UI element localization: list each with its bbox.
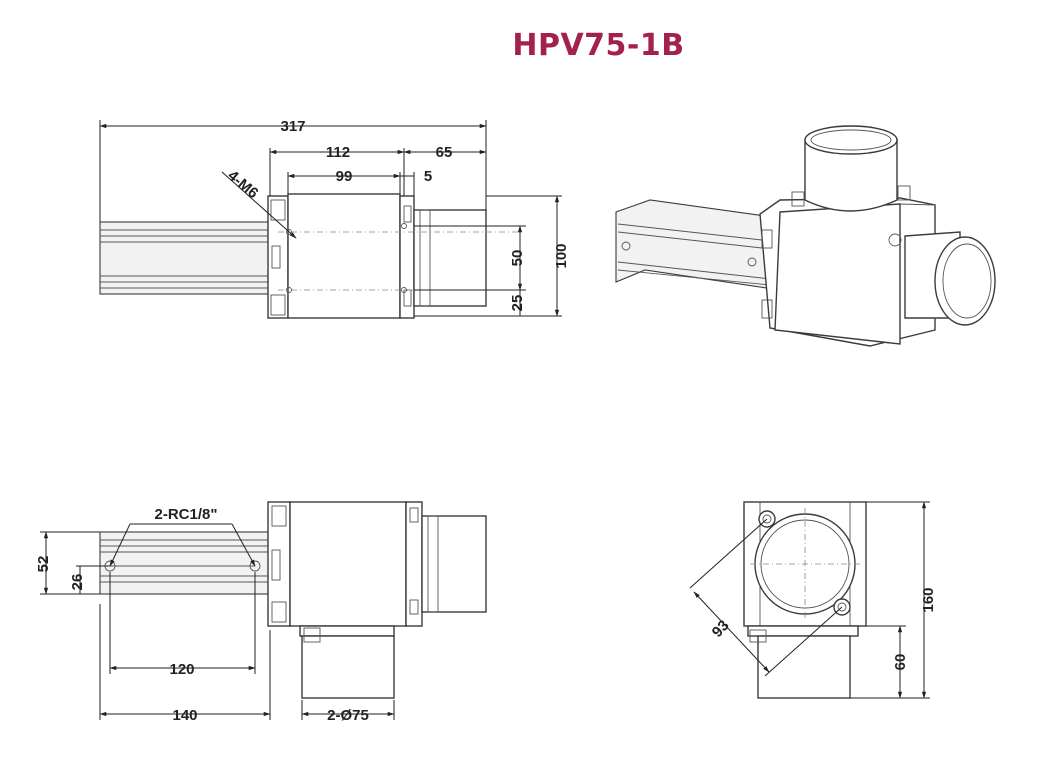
- side-view: 2-RC1/8" 52 26 120 140 2-Ø75: [35, 501, 487, 724]
- dim-60: 60: [892, 654, 909, 671]
- dim-317: 317: [280, 118, 305, 135]
- ports-label: 2-RC1/8": [155, 506, 218, 523]
- dim-pipe-diameter: 2-Ø75: [327, 707, 369, 724]
- side-view-pipe: [421, 515, 487, 613]
- top-view: 317 112 65 99 5 4-M6 50 25 100: [99, 118, 570, 319]
- drawing-title: HPV75-1B: [512, 28, 685, 63]
- dim-5: 5: [424, 168, 432, 185]
- dim-160: 160: [920, 587, 937, 612]
- dim-120: 120: [169, 661, 194, 678]
- top-view-pipe: [413, 209, 487, 307]
- side-view-rail: [99, 531, 271, 595]
- iso-rail: [615, 199, 781, 291]
- iso-top-pipe: [804, 139, 898, 212]
- mounting-holes-label: 4-M6: [224, 167, 261, 202]
- top-view-rail: [99, 221, 273, 295]
- isometric-view: [615, 125, 996, 347]
- dim-99: 99: [336, 168, 353, 185]
- dim-26: 26: [69, 574, 86, 591]
- dim-93: 93: [709, 617, 733, 641]
- dim-140: 140: [172, 707, 197, 724]
- top-view-body: [287, 193, 401, 319]
- dim-65: 65: [436, 144, 453, 161]
- side-view-body: [289, 501, 407, 627]
- dim-50: 50: [509, 250, 526, 267]
- dim-25: 25: [509, 295, 526, 312]
- end-view: 93 160 60: [689, 501, 937, 699]
- dim-112: 112: [326, 144, 350, 161]
- dim-52: 52: [35, 556, 52, 573]
- dim-100: 100: [553, 243, 570, 268]
- side-view-bottom-pipe: [301, 635, 395, 699]
